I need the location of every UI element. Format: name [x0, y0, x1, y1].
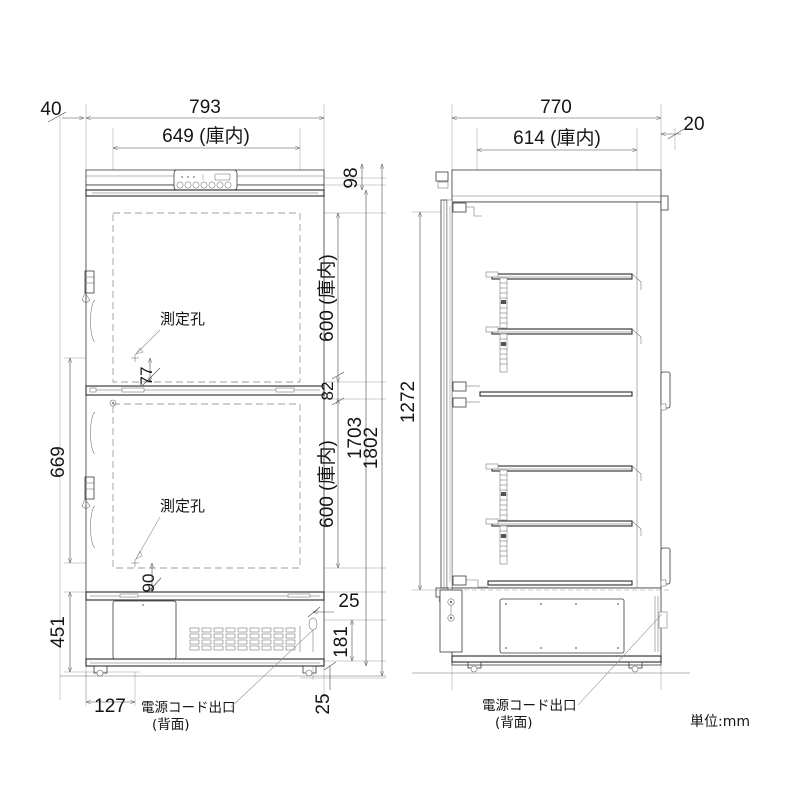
dim-front-inner-width: 649 (庫内) [113, 125, 300, 148]
side-machine-compartment [412, 589, 690, 674]
panel-buttons[interactable] [176, 181, 232, 189]
dim-label-1272: 1272 [398, 381, 419, 423]
dim-label-127: 127 [94, 696, 126, 717]
label-measure-hole-upper: 測定孔 [160, 310, 205, 328]
door-hinge-top [452, 202, 482, 217]
dim-label-770: 770 [540, 97, 572, 118]
ventilation-grille [189, 626, 301, 652]
dim-label-181: 181 [331, 626, 352, 658]
dim-overall-height: 1802 [361, 164, 382, 676]
shelf-3 [485, 463, 642, 481]
shelf-2 [485, 326, 642, 344]
dim-mid-divider: 82 [318, 371, 345, 406]
dim-label-600-lower: 600 (庫内) [316, 440, 338, 528]
side-caster-left [467, 661, 482, 673]
dim-front-left-offset: 40 [40, 99, 84, 123]
side-rear-grille [654, 596, 668, 652]
shelf-support-rail-lower-a [499, 469, 508, 521]
display-window [214, 173, 231, 181]
label-power-cord-front-2: (背面) [152, 717, 190, 733]
shelf-group-lower [485, 463, 642, 565]
dim-label-90: 90 [139, 574, 158, 593]
door-hinge-middle-a [452, 381, 480, 392]
side-lower-bars [479, 391, 633, 586]
door-hinge-middle-b [452, 397, 480, 408]
side-elevation-view: 770 20 614 (庫内) [398, 97, 705, 731]
shelf-1 [485, 271, 642, 290]
dim-side-door-height: 1272 [398, 212, 420, 590]
dim-side-overall-depth: 770 [452, 97, 661, 118]
caster-right [302, 665, 317, 677]
dim-left-lower-span: 451 [48, 592, 70, 672]
shelf-group-upper [485, 271, 642, 373]
dim-side-inner-depth: 614 (庫内) [477, 127, 637, 150]
dim-lower-inner-height: 600 (庫内) [316, 399, 338, 568]
machine-compartment [60, 600, 386, 677]
dim-label-793: 793 [189, 97, 221, 118]
access-panel[interactable] [112, 600, 177, 660]
door-hinge-bottom [452, 575, 488, 588]
side-power-cord-annotation: 電源コード出口 (背面) [482, 613, 663, 731]
dim-side-right-offset: 20 [661, 114, 705, 140]
side-service-panel[interactable] [499, 598, 625, 654]
side-caster-right [628, 661, 643, 673]
dim-label-1703: 1703 [345, 417, 366, 459]
dim-label-82: 82 [318, 382, 337, 401]
shelf-support-rail-upper-a [499, 277, 508, 329]
shelf-support-rail-lower-b [499, 525, 508, 565]
dim-label-1802: 1802 [361, 427, 382, 469]
shelf-support-rail-upper-b [499, 333, 508, 373]
dim-cord-offset-x: 127 [86, 696, 135, 717]
dim-top-panel-height: 98 [341, 164, 362, 190]
dim-front-overall-width: 793 [86, 97, 324, 118]
panel-indicator-dots [181, 174, 204, 180]
dim-label-669: 669 [48, 446, 69, 478]
caster-left [93, 665, 108, 677]
measure-hole-upper-annotation: 測定孔 [131, 310, 205, 362]
control-panel[interactable] [173, 169, 238, 191]
label-power-cord-side-1: 電源コード出口 [482, 698, 577, 714]
front-middle-divider [85, 385, 325, 396]
dim-label-25-caster: 25 [313, 693, 334, 714]
side-right-fittings [660, 195, 671, 587]
dim-label-649: 649 (庫内) [162, 125, 250, 147]
unit-note: 単位:mm [690, 714, 750, 730]
dim-label-77: 77 [137, 367, 156, 386]
dim-label-40: 40 [40, 99, 61, 120]
side-handle-upper[interactable] [660, 371, 671, 409]
label-power-cord-side-2: (背面) [495, 715, 533, 731]
front-power-cord-annotation: 電源コード出口 (背面) [141, 629, 314, 733]
shelf-4 [485, 518, 642, 536]
dim-label-451: 451 [48, 616, 69, 648]
dim-label-600-upper: 600 (庫内) [316, 254, 338, 342]
hinge-lower [81, 476, 95, 510]
dim-label-20: 20 [683, 114, 704, 135]
side-handle-lower[interactable] [660, 547, 671, 585]
dim-machine-height: 181 [331, 620, 352, 661]
dim-left-upper-span: 669 [48, 358, 70, 563]
dim-label-25-top: 25 [338, 591, 359, 612]
dim-label-98: 98 [341, 167, 362, 188]
hinge-upper [81, 270, 95, 304]
front-bottom-rail [85, 591, 325, 601]
label-measure-hole-lower: 測定孔 [160, 497, 205, 515]
dim-upper-hole-offset: 77 [137, 358, 161, 389]
dim-caster-height: 25 [313, 661, 337, 715]
dim-inner-total: 1703 [345, 190, 366, 666]
front-elevation-view: 40 793 649 (庫内) [40, 97, 386, 733]
side-cabinet-body [440, 169, 672, 666]
dim-label-614: 614 (庫内) [513, 127, 601, 149]
label-power-cord-front-1: 電源コード出口 [141, 700, 236, 716]
front-upper-door[interactable] [81, 189, 325, 383]
measure-hole-lower-annotation: 測定孔 [131, 497, 205, 567]
dim-upper-inner-height: 600 (庫内) [316, 213, 338, 382]
dim-cord-offset-right: 25 [307, 591, 360, 618]
